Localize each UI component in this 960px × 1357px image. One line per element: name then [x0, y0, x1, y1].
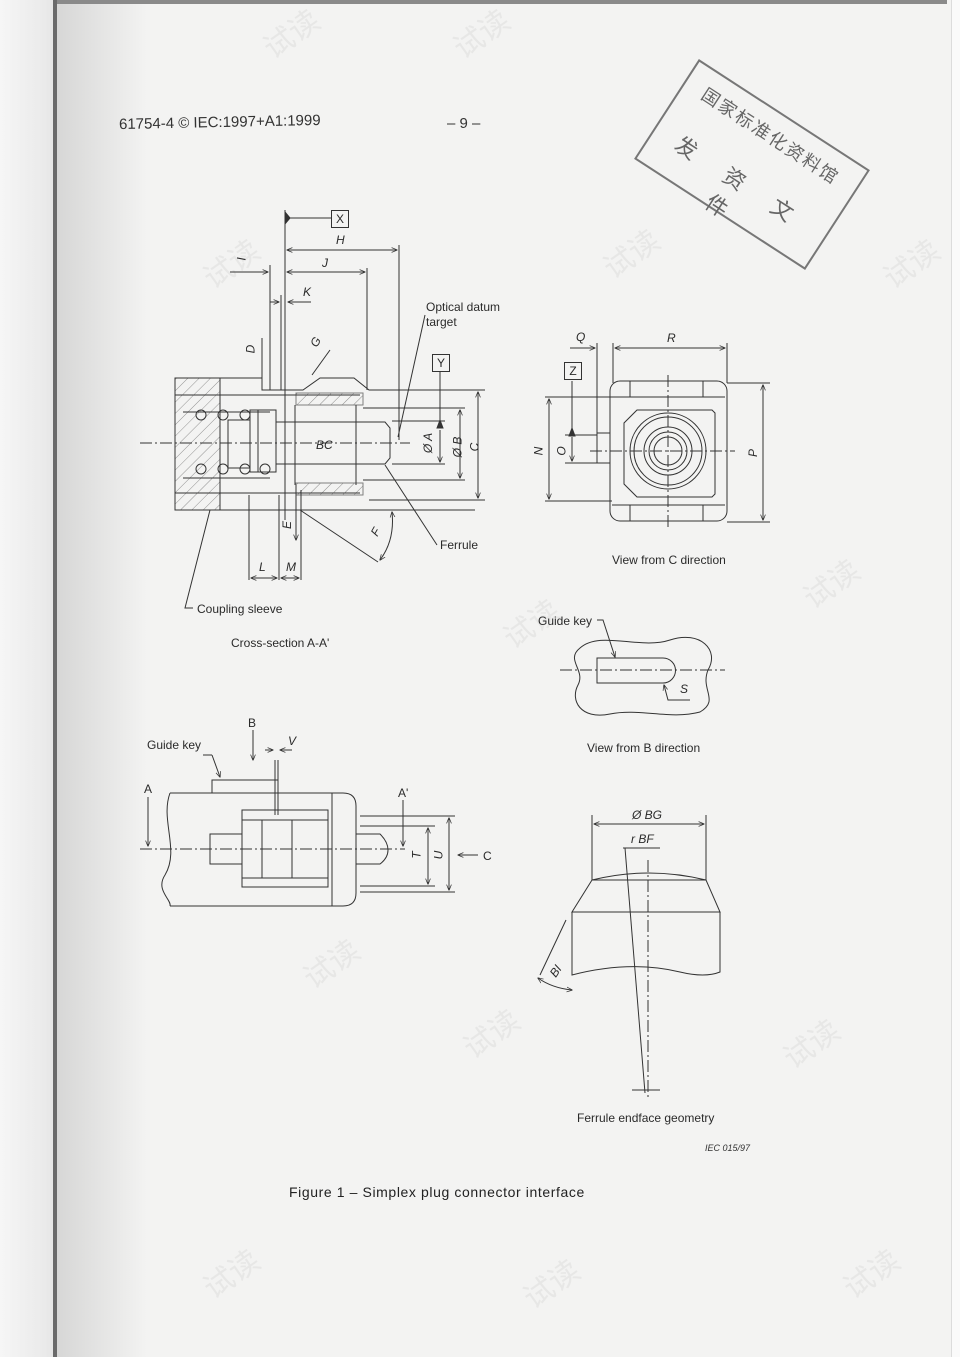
dim-i: I	[234, 257, 249, 261]
optical-datum-target-label: Optical datum target	[426, 300, 501, 329]
page-edge-shadow	[0, 0, 56, 1357]
dim-q: Q	[576, 330, 586, 344]
dim-j: J	[322, 256, 328, 270]
dim-a: Ø A	[421, 432, 436, 454]
datum-y-box: Y	[432, 354, 450, 372]
coupling-sleeve-label: Coupling sleeve	[197, 602, 283, 616]
dim-r: R	[667, 331, 676, 345]
dim-h: H	[336, 233, 345, 247]
page-number: – 9 –	[447, 115, 481, 132]
dim-d: D	[243, 344, 258, 354]
dim-v: V	[288, 734, 297, 748]
dim-l: L	[259, 560, 266, 574]
datum-x-box: X	[331, 210, 349, 228]
figure-title: Figure 1 – Simplex plug connector interf…	[289, 1184, 585, 1200]
marker-c: C	[483, 849, 492, 863]
view-b-caption: View from B direction	[587, 741, 701, 755]
dim-e: E	[280, 520, 295, 530]
dim-bg: Ø BG	[632, 808, 663, 822]
ferrule-endface-caption: Ferrule endface geometry	[577, 1111, 715, 1125]
binding-line	[53, 0, 57, 1357]
dim-n: N	[531, 446, 546, 456]
dim-c: C	[467, 442, 482, 452]
guide-key-label: Guide key	[538, 614, 593, 628]
dim-t: T	[409, 851, 424, 859]
datum-z-box: Z	[564, 362, 582, 380]
scan-shadow	[57, 0, 147, 1357]
dim-bc: BC	[316, 438, 333, 452]
dim-o: O	[554, 446, 569, 456]
dim-bf: r BF	[631, 832, 654, 846]
cross-section-caption: Cross-section A-A'	[231, 636, 330, 650]
iec-reference: IEC 015/97	[705, 1143, 751, 1153]
dim-u: U	[431, 850, 446, 860]
dim-m: M	[286, 560, 296, 574]
dim-k: K	[303, 285, 312, 299]
view-c-caption: View from C direction	[612, 553, 726, 567]
marker-b: B	[248, 716, 257, 730]
side-guide-key-label: Guide key	[147, 738, 202, 752]
dim-p: P	[746, 448, 761, 458]
dim-b: Ø B	[450, 436, 465, 458]
marker-a: A	[144, 782, 153, 796]
marker-a-prime: A'	[398, 786, 409, 800]
right-edge	[951, 0, 960, 1357]
dim-s: S	[680, 682, 689, 696]
top-edge	[57, 0, 947, 4]
ferrule-label: Ferrule	[440, 538, 479, 552]
